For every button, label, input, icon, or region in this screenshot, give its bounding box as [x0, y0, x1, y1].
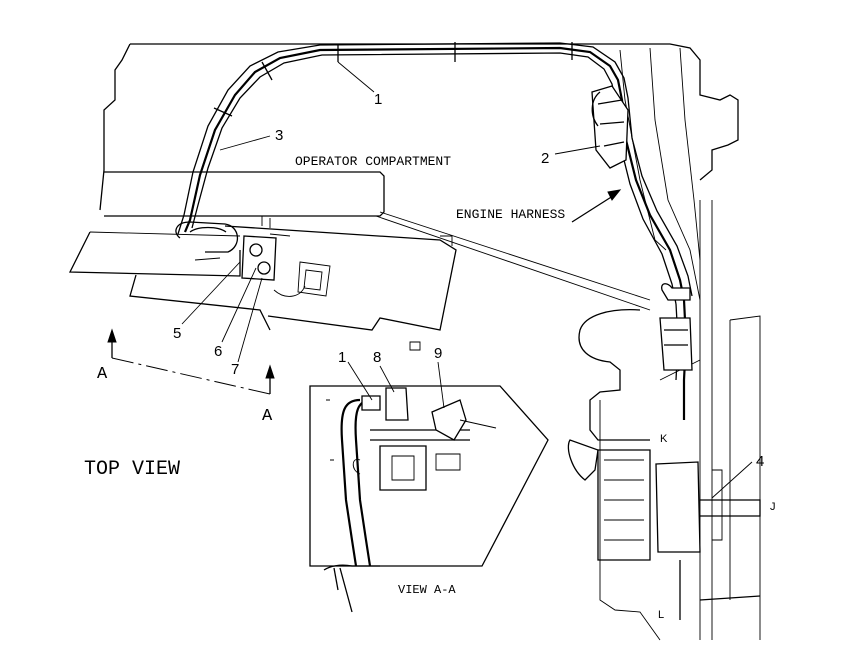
- letter-j: J: [770, 501, 776, 513]
- top-view-label: TOP VIEW: [84, 458, 180, 481]
- callout-6: 6: [214, 343, 222, 360]
- callout-5: 5: [173, 325, 181, 342]
- callout-1-detail: 1: [338, 349, 346, 366]
- callout-2: 2: [541, 150, 549, 167]
- callout-9: 9: [434, 345, 442, 362]
- callout-3: 3: [275, 127, 283, 144]
- leader-lines: [181, 61, 753, 499]
- view-aa-label: VIEW A-A: [398, 583, 456, 597]
- engine-harness-label: ENGINE HARNESS: [456, 207, 565, 222]
- engine-harness-route: [177, 42, 693, 420]
- letter-k: K: [660, 433, 668, 445]
- callout-4: 4: [756, 453, 764, 470]
- section-a-right-label: A: [262, 407, 273, 426]
- operator-compartment-label: OPERATOR COMPARTMENT: [295, 154, 451, 169]
- connector-2-assembly: [591, 85, 629, 169]
- section-a-left-label: A: [97, 365, 108, 384]
- callout-8: 8: [373, 349, 381, 366]
- component-4-assembly: [597, 449, 761, 620]
- view-aa-detail: [309, 385, 549, 613]
- letter-l: L: [658, 609, 664, 621]
- engine-outline: [567, 309, 701, 641]
- callout-7: 7: [231, 361, 239, 378]
- callout-1: 1: [374, 91, 382, 108]
- control-panel: [68, 216, 457, 351]
- section-line-aa: [107, 328, 275, 395]
- cab-outline: [99, 43, 761, 640]
